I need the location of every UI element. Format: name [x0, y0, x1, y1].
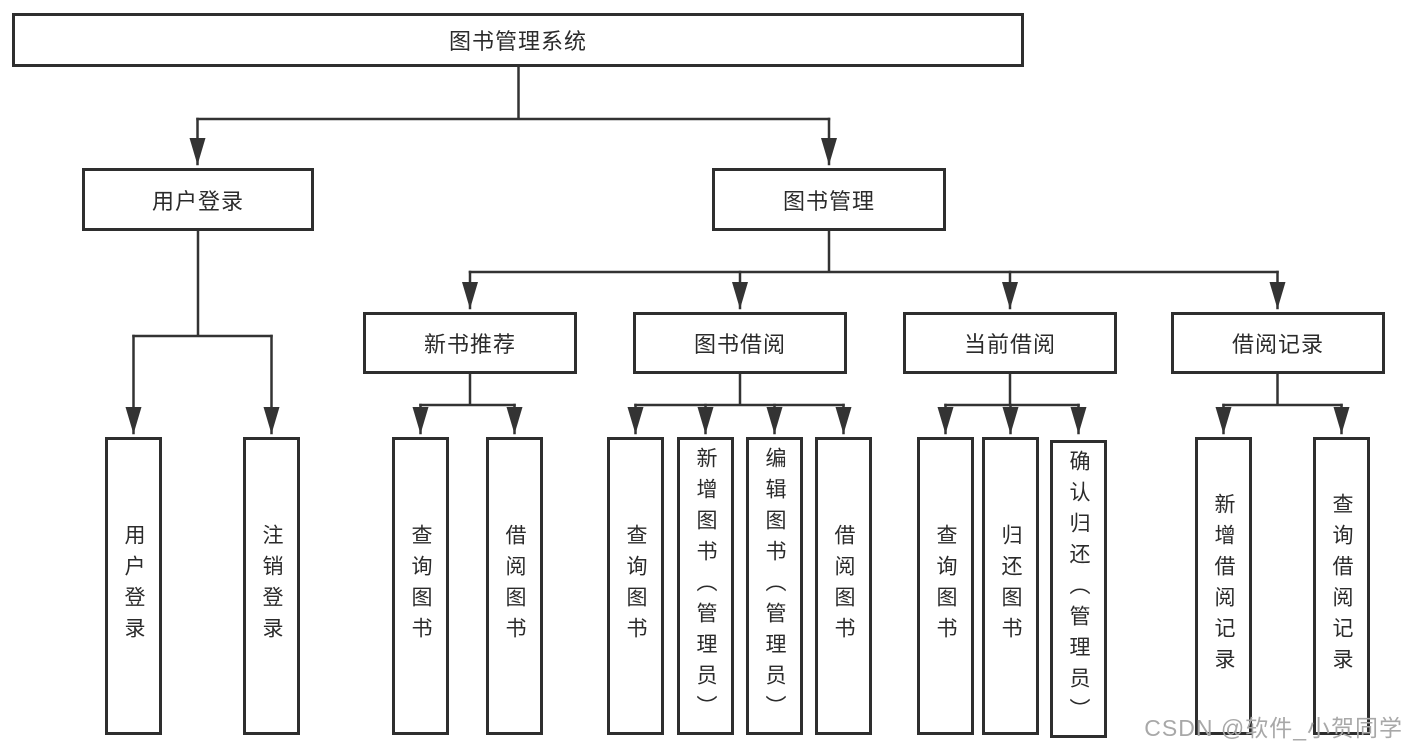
node-current-borrowing: 当前借阅 — [903, 312, 1117, 374]
connector-book-mgmt-to-level3 — [468, 229, 1279, 274]
leaf-label: 查询图书 — [409, 524, 432, 648]
leaf-confirm-return-admin: 确认归还（管理员） — [1050, 440, 1107, 738]
leaf-borrow-books: 借阅图书 — [486, 437, 543, 735]
leaf-label: 查询借阅记录 — [1330, 493, 1353, 679]
node-label: 用户登录 — [151, 188, 244, 214]
connector-new-book-to-children — [419, 372, 516, 407]
node-user-login: 用户登录 — [82, 168, 314, 231]
leaf-query-borrow-record: 查询借阅记录 — [1313, 437, 1370, 735]
watermark: CSDN @软件_小贺同学 — [1144, 715, 1403, 741]
leaf-query-books: 查询图书 — [392, 437, 449, 735]
leaf-edit-books-admin: 编辑图书（管理员） — [746, 437, 803, 735]
connector-root-to-level2 — [196, 65, 831, 121]
node-label: 图书管理系统 — [448, 29, 587, 54]
leaf-query-books-3: 查询图书 — [917, 437, 974, 735]
connector-records-to-children — [1222, 372, 1343, 407]
leaf-borrow-books-2: 借阅图书 — [815, 437, 872, 735]
node-borrowing-records: 借阅记录 — [1171, 312, 1385, 374]
node-library-system: 图书管理系统 — [12, 13, 1024, 67]
node-label: 当前借阅 — [963, 332, 1056, 357]
leaf-label: 新增图书（管理员） — [694, 446, 717, 726]
node-book-management: 图书管理 — [712, 168, 946, 231]
node-label: 新书推荐 — [423, 332, 516, 357]
leaf-label: 借阅图书 — [503, 524, 526, 648]
node-label: 借阅记录 — [1231, 332, 1324, 357]
leaf-label: 查询图书 — [934, 524, 957, 648]
leaf-return-books: 归还图书 — [982, 437, 1039, 735]
leaf-user-login: 用户登录 — [105, 437, 162, 735]
leaf-add-borrow-record: 新增借阅记录 — [1195, 437, 1252, 735]
connector-book-borrow-to-children — [634, 372, 845, 407]
leaf-label: 用户登录 — [122, 524, 145, 648]
leaf-label: 新增借阅记录 — [1212, 493, 1235, 679]
connector-user-login-to-children — [132, 229, 273, 338]
connector-current-borrow-to-children — [944, 372, 1080, 407]
leaf-label: 编辑图书（管理员） — [763, 446, 786, 726]
node-label: 图书管理 — [782, 188, 875, 214]
leaf-label: 归还图书 — [999, 524, 1022, 648]
node-new-book-recommendation: 新书推荐 — [363, 312, 577, 374]
leaf-label: 借阅图书 — [832, 524, 855, 648]
leaf-label: 注销登录 — [260, 524, 283, 648]
node-label: 图书借阅 — [693, 332, 786, 357]
leaf-logout: 注销登录 — [243, 437, 300, 735]
leaf-add-books-admin: 新增图书（管理员） — [677, 437, 734, 735]
leaf-label: 查询图书 — [624, 524, 647, 648]
leaf-query-books-2: 查询图书 — [607, 437, 664, 735]
leaf-label: 确认归还（管理员） — [1067, 449, 1090, 729]
node-book-borrowing: 图书借阅 — [633, 312, 847, 374]
